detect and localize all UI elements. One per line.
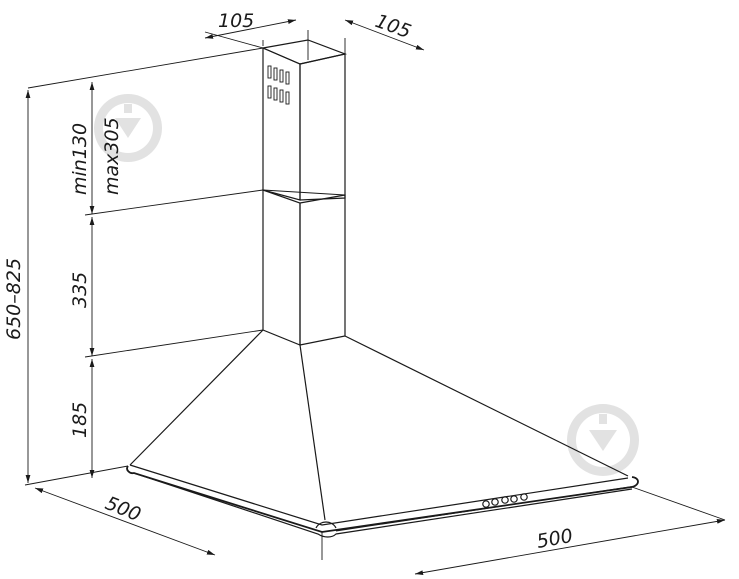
dim-hood-height: 185 <box>69 359 95 478</box>
hood-canopy <box>129 329 629 526</box>
dim-width-label: 500 <box>535 525 575 553</box>
dim-duct-width-left-label: 105 <box>218 10 254 32</box>
dim-depth: 500 <box>34 487 216 556</box>
dim-total-height: 650–825 <box>3 90 31 483</box>
dim-width: 500 <box>414 518 726 576</box>
dim-duct-width-left: 105 <box>204 10 297 39</box>
dim-duct-width-right: 105 <box>344 10 425 51</box>
dim-duct-lower-label: 335 <box>69 272 91 308</box>
duct-upper <box>260 39 348 201</box>
control-buttons-icon <box>482 493 528 508</box>
dim-max-label: max305 <box>101 117 123 195</box>
dim-hood-height-label: 185 <box>69 402 91 438</box>
dim-duct-width-right-label: 105 <box>372 10 414 43</box>
watermark-logo-icon <box>567 404 639 476</box>
duct-lower <box>262 189 346 346</box>
dim-duct-lower: 335 <box>69 217 95 356</box>
watermark-logo-icon <box>94 94 162 162</box>
dim-min-label: min130 <box>69 123 91 195</box>
vent-slots-icon <box>267 65 290 105</box>
dim-total-height-label: 650–825 <box>3 258 25 340</box>
dim-min-max: min130 max305 <box>69 82 123 214</box>
